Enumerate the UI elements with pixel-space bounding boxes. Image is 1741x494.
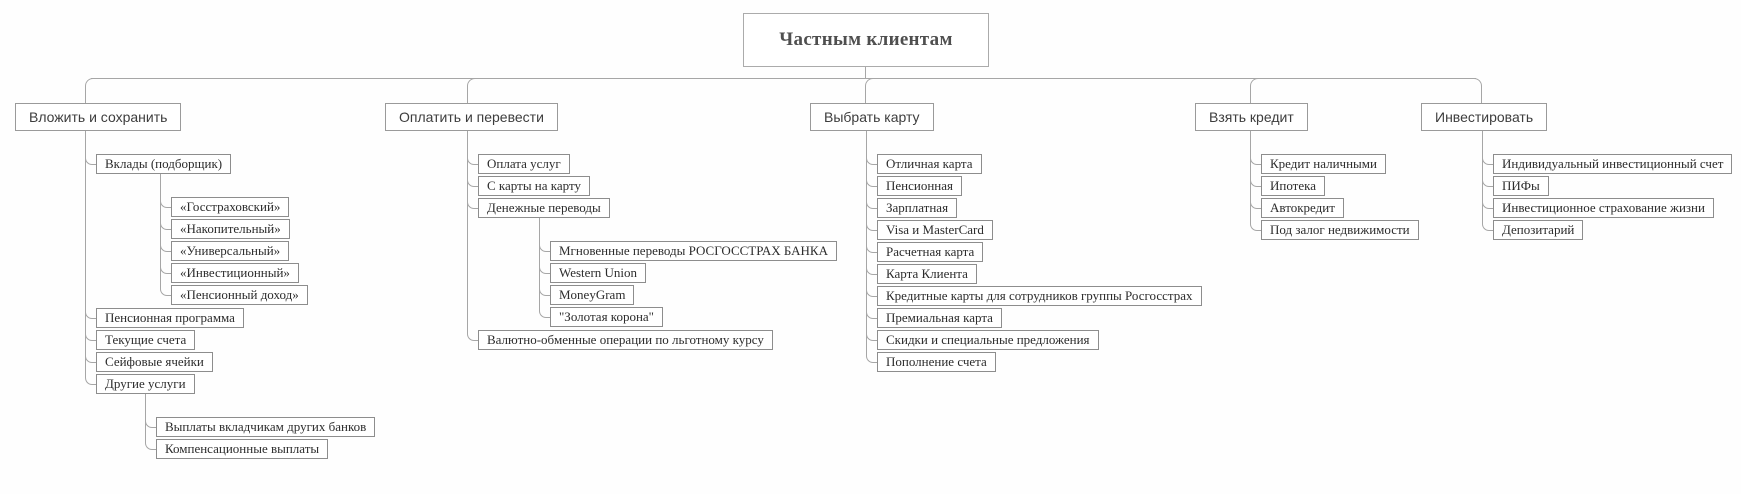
tree-node[interactable]: Денежные переводы (478, 198, 610, 218)
tree-node[interactable]: Депозитарий (1493, 220, 1584, 240)
tree-node[interactable]: Расчетная карта (877, 242, 984, 262)
tree-node[interactable]: Сейфовые ячейки (96, 352, 213, 372)
tree-item: Индивидуальный инвестиционный счет (1482, 131, 1733, 175)
tree-node[interactable]: Пенсионная программа (96, 308, 244, 328)
root-node[interactable]: Частным клиентам (743, 13, 989, 67)
branch-header-pay-transfer[interactable]: Оплатить и перевести (385, 103, 558, 131)
tree-node[interactable]: Пенсионная (877, 176, 963, 196)
connector-root-stem (865, 67, 866, 79)
tree-node[interactable]: Инвестиционное страхование жизни (1493, 198, 1714, 218)
connector-corner-left (85, 78, 101, 103)
tree-node[interactable]: Автокредит (1261, 198, 1344, 218)
tree-item: MoneyGram (539, 262, 837, 306)
tree-item: «Накопительный» (160, 196, 375, 240)
tree-node[interactable]: «Пенсионный доход» (171, 285, 308, 305)
tree-item: Автокредит (1250, 175, 1419, 219)
tree-node[interactable]: Текущие счета (96, 330, 196, 350)
branch-header-invest[interactable]: Инвестировать (1421, 103, 1548, 131)
tree-item: Депозитарий (1482, 197, 1732, 241)
branch-deposit-save: Вложить и сохранить Вклады (подборщик) «… (15, 103, 376, 461)
tree-item: Инвестиционное страхование жизни (1482, 175, 1732, 219)
tree-item: Выплаты вкладчикам других банков (145, 394, 376, 438)
tree-node[interactable]: Кредит наличными (1261, 154, 1386, 174)
tree-node[interactable]: Зарплатная (877, 198, 958, 218)
connector-bus (91, 78, 1476, 79)
tree-item: Отличная карта (866, 131, 1202, 175)
tree-node[interactable]: Компенсационные выплаты (156, 439, 329, 459)
tree-item: Карта Клиента (866, 241, 1202, 285)
branch-choose-card: Выбрать карту Отличная карта Пенсионная … (810, 103, 1202, 373)
tree-item: Скидки и специальные предложения (866, 307, 1202, 351)
tree-node[interactable]: "Золотая корона" (550, 307, 663, 327)
tree-item: «Универсальный» (160, 218, 375, 262)
tree-node[interactable]: Другие услуги (96, 374, 195, 394)
tree-item: Валютно-обменные операции по льготному к… (467, 307, 837, 351)
tree-node[interactable]: Ипотека (1261, 176, 1326, 196)
connector-corner-right (1466, 78, 1482, 103)
tree-node[interactable]: «Накопительный» (171, 219, 290, 239)
tree-node[interactable]: MoneyGram (550, 285, 635, 305)
tree-item: Сейфовые ячейки (85, 329, 375, 373)
tree-node[interactable]: Карта Клиента (877, 264, 977, 284)
tree-item: Другие услуги Выплаты вкладчикам других … (85, 351, 376, 461)
tree-node[interactable]: Отличная карта (877, 154, 982, 174)
tree-node[interactable]: Вклады (подборщик) (96, 154, 232, 174)
tree-node[interactable]: Валютно-обменные операции по льготному к… (478, 330, 773, 350)
connector-drop (1250, 78, 1260, 103)
branch-header-choose-card[interactable]: Выбрать карту (810, 103, 934, 131)
tree-item: Компенсационные выплаты (145, 416, 375, 460)
tree-node[interactable]: Индивидуальный инвестиционный счет (1493, 154, 1733, 174)
tree-item: ПИФы (1482, 153, 1732, 197)
tree-node[interactable]: «Инвестиционный» (171, 263, 299, 283)
tree-item: «Госстраховский» (160, 174, 375, 218)
tree-item: "Золотая корона" (539, 284, 837, 328)
tree-node[interactable]: Мгновенные переводы РОСГОССТРАХ БАНКА (550, 241, 837, 261)
tree-item: Ипотека (1250, 153, 1419, 197)
tree-item: Visa и MasterCard (866, 197, 1202, 241)
tree-item: С карты на карту (467, 153, 837, 197)
tree-node[interactable]: ПИФы (1493, 176, 1549, 196)
tree-item: Western Union (539, 240, 837, 284)
branch-header-take-credit[interactable]: Взять кредит (1195, 103, 1308, 131)
tree-item: Зарплатная (866, 175, 1202, 219)
tree-item: Пенсионная программа (85, 285, 375, 329)
connector-drop (467, 78, 477, 103)
tree-item: Мгновенные переводы РОСГОССТРАХ БАНКА (539, 218, 837, 262)
tree-item: Оплата услуг (467, 131, 837, 175)
tree-item: Текущие счета (85, 307, 375, 351)
connector-drop (865, 78, 875, 103)
tree-node[interactable]: Выплаты вкладчикам других банков (156, 417, 376, 437)
tree-node[interactable]: С карты на карту (478, 176, 591, 196)
tree-item: Пополнение счета (866, 329, 1202, 373)
tree-node[interactable]: Кредитные карты для сотрудников группы Р… (877, 286, 1202, 306)
branch-invest: Инвестировать Индивидуальный инвестицион… (1421, 103, 1733, 241)
tree-item: Кредитные карты для сотрудников группы Р… (866, 263, 1202, 307)
tree-item: «Инвестиционный» (160, 240, 375, 284)
tree-node[interactable]: Western Union (550, 263, 647, 283)
tree-node[interactable]: Пополнение счета (877, 352, 996, 372)
branch-take-credit: Взять кредит Кредит наличными Ипотека Ав… (1195, 103, 1419, 241)
tree-node[interactable]: Премиальная карта (877, 308, 1002, 328)
tree-item: Пенсионная (866, 153, 1202, 197)
tree-item: Расчетная карта (866, 219, 1202, 263)
tree-item: Вклады (подборщик) «Госстраховский» «Нак… (85, 131, 375, 307)
tree-node[interactable]: «Госстраховский» (171, 197, 290, 217)
tree-node[interactable]: Скидки и специальные предложения (877, 330, 1099, 350)
tree-node[interactable]: «Универсальный» (171, 241, 290, 261)
tree-item: Кредит наличными (1250, 131, 1419, 175)
tree-node[interactable]: Под залог недвижимости (1261, 220, 1419, 240)
tree-node[interactable]: Visa и MasterCard (877, 220, 993, 240)
branch-pay-transfer: Оплатить и перевести Оплата услуг С карт… (385, 103, 837, 351)
tree-node[interactable]: Оплата услуг (478, 154, 570, 174)
tree-item: Под залог недвижимости (1250, 197, 1419, 241)
tree-item: Денежные переводы Мгновенные переводы РО… (467, 175, 837, 329)
tree-item: Премиальная карта (866, 285, 1202, 329)
tree-item: «Пенсионный доход» (160, 262, 375, 306)
branch-header-deposit-save[interactable]: Вложить и сохранить (15, 103, 182, 131)
